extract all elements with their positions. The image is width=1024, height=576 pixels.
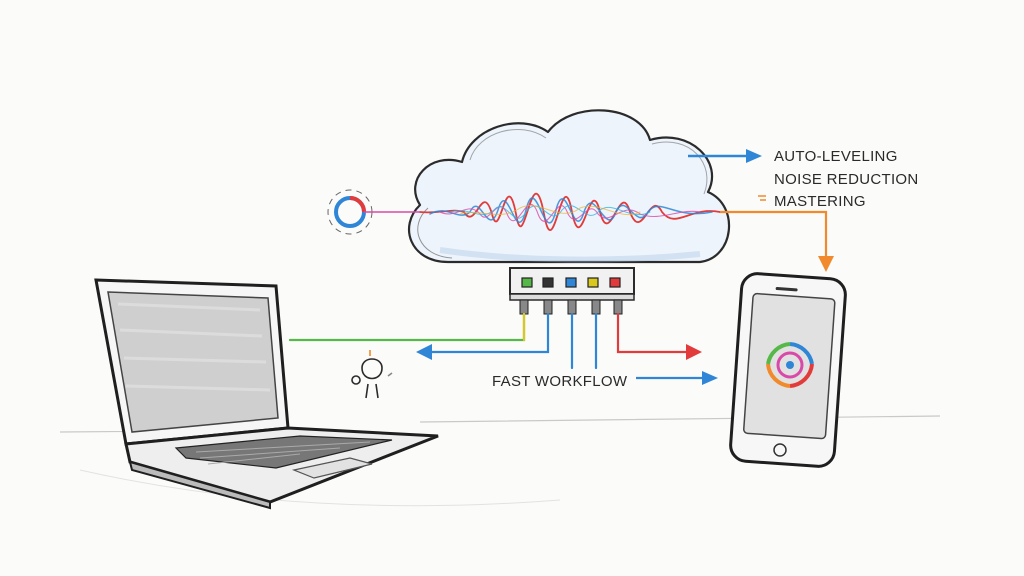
fast-workflow-label: FAST WORKFLOW (492, 373, 628, 390)
arrow-fast-workflow (636, 371, 718, 385)
cloud-icon (408, 109, 731, 264)
feature-noise-reduction: NOISE REDUCTION (774, 171, 919, 188)
arrow-red-output (686, 344, 702, 360)
color-ring-icon (766, 342, 814, 388)
feature-mastering: MASTERING (774, 193, 866, 210)
audio-dial-icon (327, 189, 420, 235)
waveform-icon (419, 192, 721, 232)
connector-hub-icon (509, 267, 635, 315)
laptop-icon (94, 278, 439, 510)
smartphone-icon (729, 272, 847, 468)
arrow-to-features (688, 149, 762, 163)
arrow-to-laptop (416, 344, 432, 360)
cables (288, 312, 692, 370)
microphone-icon (351, 350, 393, 399)
feature-auto-leveling: AUTO-LEVELING (774, 148, 898, 165)
arrow-to-phone (720, 195, 834, 272)
